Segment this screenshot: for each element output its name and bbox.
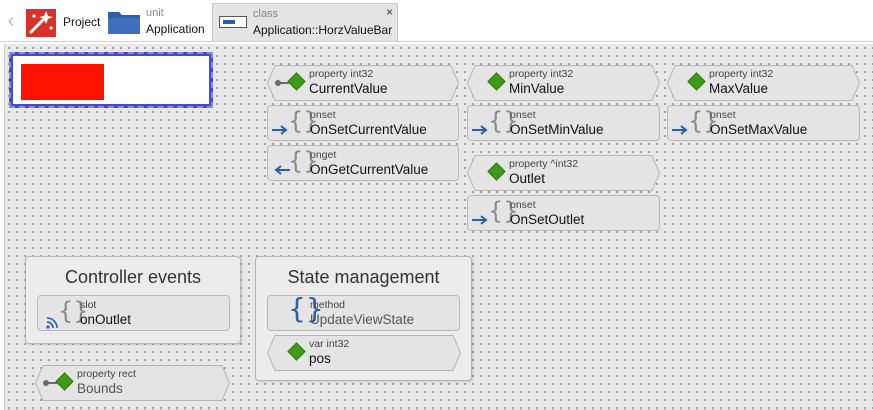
brick-name: MaxValue: [709, 81, 769, 96]
braces-icon: {}: [288, 107, 319, 135]
brick-frame: [467, 155, 660, 191]
tab-bar: ‹ Project unit Application class Applica…: [0, 0, 873, 42]
brick-name: Bounds: [77, 381, 123, 396]
tab-class[interactable]: class Application::HorzValueBar ×: [212, 3, 398, 41]
brick-kind: onset: [510, 109, 536, 121]
brick-current-value[interactable]: property int32 CurrentValue: [267, 65, 459, 101]
brick-kind: onget: [310, 149, 337, 161]
brick-kind: onset: [710, 109, 736, 121]
brick-on-set-min-value[interactable]: {} onset OnSetMinValue: [467, 105, 660, 141]
brick-name: onOutlet: [80, 312, 132, 327]
panel-controller-events[interactable]: Controller events {} slot onOutlet: [25, 256, 241, 344]
tab-unit[interactable]: unit Application: [108, 3, 208, 41]
brick-name: pos: [309, 351, 331, 366]
brick-pos[interactable]: var int32 pos: [267, 335, 461, 371]
close-icon[interactable]: ×: [385, 5, 393, 19]
arrow-right-icon: [672, 125, 688, 135]
brick-kind: property int32: [509, 68, 574, 80]
brick-kind: method: [310, 299, 346, 311]
brick-frame: [35, 365, 230, 401]
arrow-right-icon: [472, 215, 488, 225]
brick-on-set-outlet[interactable]: {} onset OnSetOutlet: [467, 195, 660, 231]
brick-frame: [667, 65, 860, 101]
brick-frame: [267, 335, 461, 371]
brick-update-view-state[interactable]: {} method UpdateViewState: [267, 295, 460, 331]
brick-kind: slot: [80, 299, 97, 311]
brick-name: OnSetOutlet: [510, 212, 585, 227]
brick-on-set-current-value[interactable]: {} onset OnSetCurrentValue: [267, 105, 459, 141]
tab-project-label: Project: [63, 15, 101, 29]
panel-state-management[interactable]: State management {} method UpdateViewSta…: [255, 256, 472, 381]
panel-title: State management: [287, 267, 440, 287]
tab-class-label: Application::HorzValueBar: [253, 23, 393, 37]
arrow-right-icon: [472, 125, 488, 135]
brick-name: OnGetCurrentValue: [310, 162, 429, 177]
brick-on-set-max-value[interactable]: {} onset OnSetMaxValue: [667, 105, 860, 141]
folder-icon: [108, 12, 140, 34]
braces-icon: {}: [488, 107, 519, 135]
brick-frame: [467, 65, 660, 101]
brick-bounds[interactable]: property rect Bounds: [35, 365, 230, 401]
braces-icon: {}: [288, 147, 319, 175]
brick-name: UpdateViewState: [310, 312, 415, 327]
connector-dot-icon: [275, 80, 281, 86]
brick-on-outlet[interactable]: {} slot onOutlet: [37, 295, 230, 331]
signal-icon: [46, 317, 58, 329]
brick-on-get-current-value[interactable]: {} onget OnGetCurrentValue: [267, 145, 459, 181]
value-bar: [21, 64, 104, 100]
brick-max-value[interactable]: property int32 MaxValue: [667, 65, 860, 101]
tab-class-kind: class: [253, 8, 279, 20]
brick-kind: onset: [510, 199, 536, 211]
braces-icon: {}: [58, 297, 89, 325]
brick-name: OnSetCurrentValue: [310, 122, 427, 137]
brick-name: OnSetMaxValue: [710, 122, 808, 137]
chevron-left-icon[interactable]: ‹: [7, 10, 15, 32]
brick-min-value[interactable]: property int32 MinValue: [467, 65, 660, 101]
connector-line: [279, 82, 289, 84]
brick-name: Outlet: [509, 171, 546, 186]
project-wand-icon: [26, 9, 56, 37]
tab-project[interactable]: Project: [26, 3, 102, 41]
brick-name: OnSetMinValue: [510, 122, 604, 137]
class-icon: [219, 16, 247, 28]
brick-kind: onset: [310, 109, 336, 121]
brick-outlet[interactable]: property ^int32 Outlet: [467, 155, 660, 191]
brick-kind: property int32: [709, 68, 774, 80]
arrow-right-icon: [272, 125, 288, 135]
connector-line: [47, 382, 57, 384]
connector-dot-icon: [43, 380, 49, 386]
brick-name: MinValue: [509, 81, 565, 96]
brick-kind: var int32: [309, 338, 350, 350]
arrow-left-icon: [274, 165, 290, 175]
brick-kind: property rect: [77, 368, 136, 380]
horz-value-bar-preview[interactable]: [9, 52, 213, 108]
tab-unit-label: Application: [146, 22, 205, 36]
panel-title: Controller events: [64, 267, 202, 287]
braces-icon: {}: [688, 107, 719, 135]
tab-unit-kind: unit: [146, 7, 164, 19]
braces-icon: {}: [488, 197, 519, 225]
blue-braces-icon: {}: [288, 292, 324, 325]
brick-frame: [267, 65, 459, 101]
brick-kind: property int32: [309, 68, 374, 80]
brick-kind: property ^int32: [509, 158, 579, 170]
class-canvas[interactable]: property int32 CurrentValue {} onset OnS…: [4, 44, 873, 410]
brick-name: CurrentValue: [309, 81, 388, 96]
